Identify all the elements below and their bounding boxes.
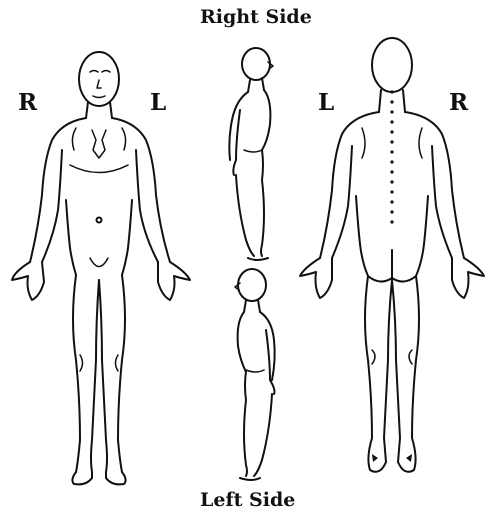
right-side-label: Right Side — [200, 8, 312, 27]
front-right-marker: R — [18, 91, 37, 114]
front-left-marker: L — [150, 91, 166, 114]
back-right-marker: R — [449, 91, 468, 114]
side-right-body-figure[interactable] — [229, 48, 273, 260]
spine-dots — [390, 90, 393, 223]
left-side-label: Left Side — [200, 491, 295, 510]
side-left-body-figure[interactable] — [235, 269, 275, 480]
back-left-marker: L — [318, 91, 334, 114]
front-body-figure[interactable] — [12, 52, 190, 484]
